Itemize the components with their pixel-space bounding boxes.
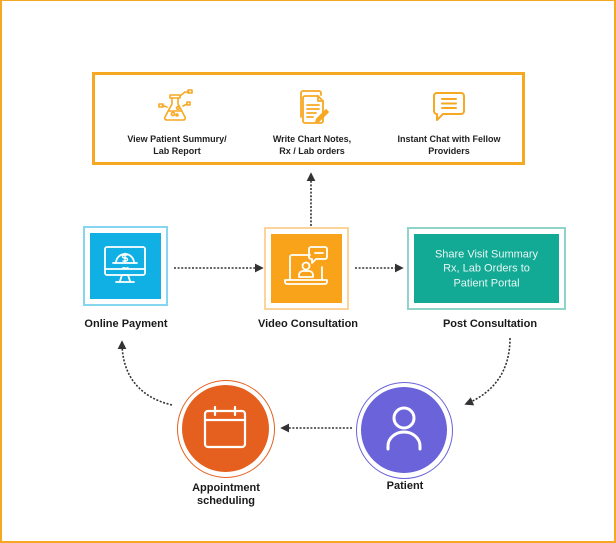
feature-label-line2: Lab Report <box>153 146 201 156</box>
calendar-icon <box>203 405 247 449</box>
post-consultation-text-line2: Rx, Lab Orders to <box>443 262 530 275</box>
online-payment-node <box>83 226 168 306</box>
post-consultation-panel: Share Visit Summary Rx, Lab Orders to Pa… <box>414 234 559 303</box>
documents-pencil-icon <box>300 90 329 124</box>
post-consultation-text-line1: Share Visit Summary <box>434 247 539 260</box>
chat-bubble-icon <box>433 92 465 121</box>
online-payment-label: Online Payment <box>84 318 168 330</box>
feature-label-line2: Providers <box>428 146 470 156</box>
appointment-disc <box>182 385 269 472</box>
post-consultation-text-line3: Patient Portal <box>453 276 520 289</box>
user-icon <box>386 406 422 451</box>
post-consultation-node: Share Visit Summary Rx, Lab Orders to Pa… <box>407 227 566 310</box>
patient-label: Patient <box>386 480 424 492</box>
feature-label-line1: View Patient Summury/ <box>127 134 227 144</box>
patient-disc <box>361 387 447 473</box>
appointment-label-line2: scheduling <box>196 495 256 507</box>
appointment-label: Appointment scheduling <box>166 482 286 508</box>
video-consultation-label: Video Consultation <box>257 318 359 330</box>
video-consultation-panel <box>271 234 342 303</box>
appointment-label-line1: Appointment <box>192 482 260 494</box>
patient-node <box>356 382 453 479</box>
post-consultation-description: Share Visit Summary Rx, Lab Orders to Pa… <box>414 247 559 291</box>
feature-label-line1: Instant Chat with Fellow <box>397 134 501 144</box>
monitor-dollar-icon <box>104 246 146 283</box>
provider-features-box: View Patient Summury/ Lab Report Write C… <box>92 72 525 165</box>
flask-icon <box>158 89 193 121</box>
feature-label-line2: Rx / Lab orders <box>279 146 345 156</box>
online-payment-panel <box>90 233 161 299</box>
laptop-user-chat-icon <box>284 246 328 285</box>
post-consultation-label: Post Consultation <box>442 318 538 330</box>
feature-label-line1: Write Chart Notes, <box>272 134 352 144</box>
video-consultation-node <box>264 227 349 310</box>
appointment-node <box>177 380 275 478</box>
